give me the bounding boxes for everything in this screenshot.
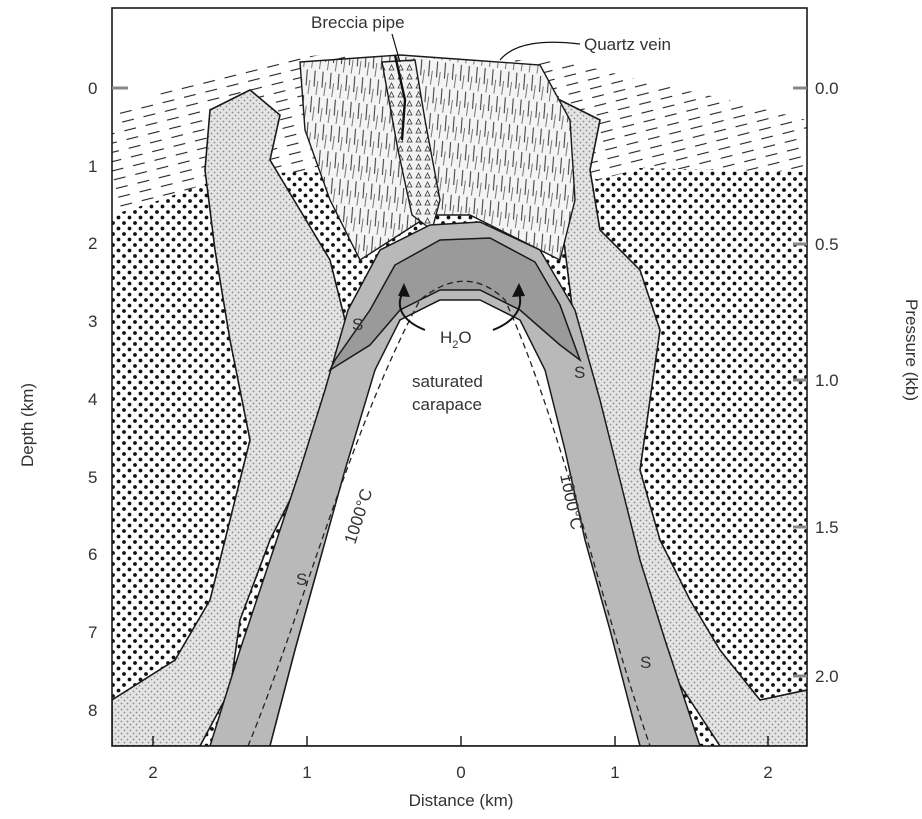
distance-tick-label: 2 bbox=[763, 763, 772, 782]
depth-tick-label: 1 bbox=[88, 157, 97, 176]
depth-axis-title: Depth (km) bbox=[18, 383, 37, 467]
label-carapace-line1: saturated bbox=[412, 372, 483, 391]
label-carapace-line2: carapace bbox=[412, 395, 482, 414]
s-marker: S bbox=[352, 315, 363, 334]
depth-tick-label: 2 bbox=[88, 234, 97, 253]
depth-tick-label: 6 bbox=[88, 545, 97, 564]
label-quartz-vein: Quartz vein bbox=[584, 35, 671, 54]
depth-tick-label: 3 bbox=[88, 312, 97, 331]
pressure-axis-title: Pressure (kb) bbox=[902, 299, 921, 401]
s-marker: S bbox=[640, 653, 651, 672]
distance-tick-label: 1 bbox=[610, 763, 619, 782]
label-breccia-pipe: Breccia pipe bbox=[311, 13, 405, 32]
pressure-tick-label: 1.0 bbox=[815, 371, 839, 390]
distance-tick-label: 1 bbox=[302, 763, 311, 782]
s-marker: S bbox=[574, 363, 585, 382]
distance-tick-label: 0 bbox=[456, 763, 465, 782]
distance-tick-label: 2 bbox=[148, 763, 157, 782]
pressure-tick-label: 0.0 bbox=[815, 79, 839, 98]
pressure-tick-label: 0.5 bbox=[815, 235, 839, 254]
pressure-tick-label: 2.0 bbox=[815, 667, 839, 686]
depth-tick-label: 7 bbox=[88, 623, 97, 642]
depth-tick-label: 8 bbox=[88, 701, 97, 720]
s-marker: S bbox=[296, 570, 307, 589]
pressure-tick-label: 1.5 bbox=[815, 518, 839, 537]
depth-tick-label: 0 bbox=[88, 79, 97, 98]
depth-tick-label: 5 bbox=[88, 468, 97, 487]
distance-axis-title: Distance (km) bbox=[409, 791, 514, 810]
depth-tick-label: 4 bbox=[88, 390, 97, 409]
